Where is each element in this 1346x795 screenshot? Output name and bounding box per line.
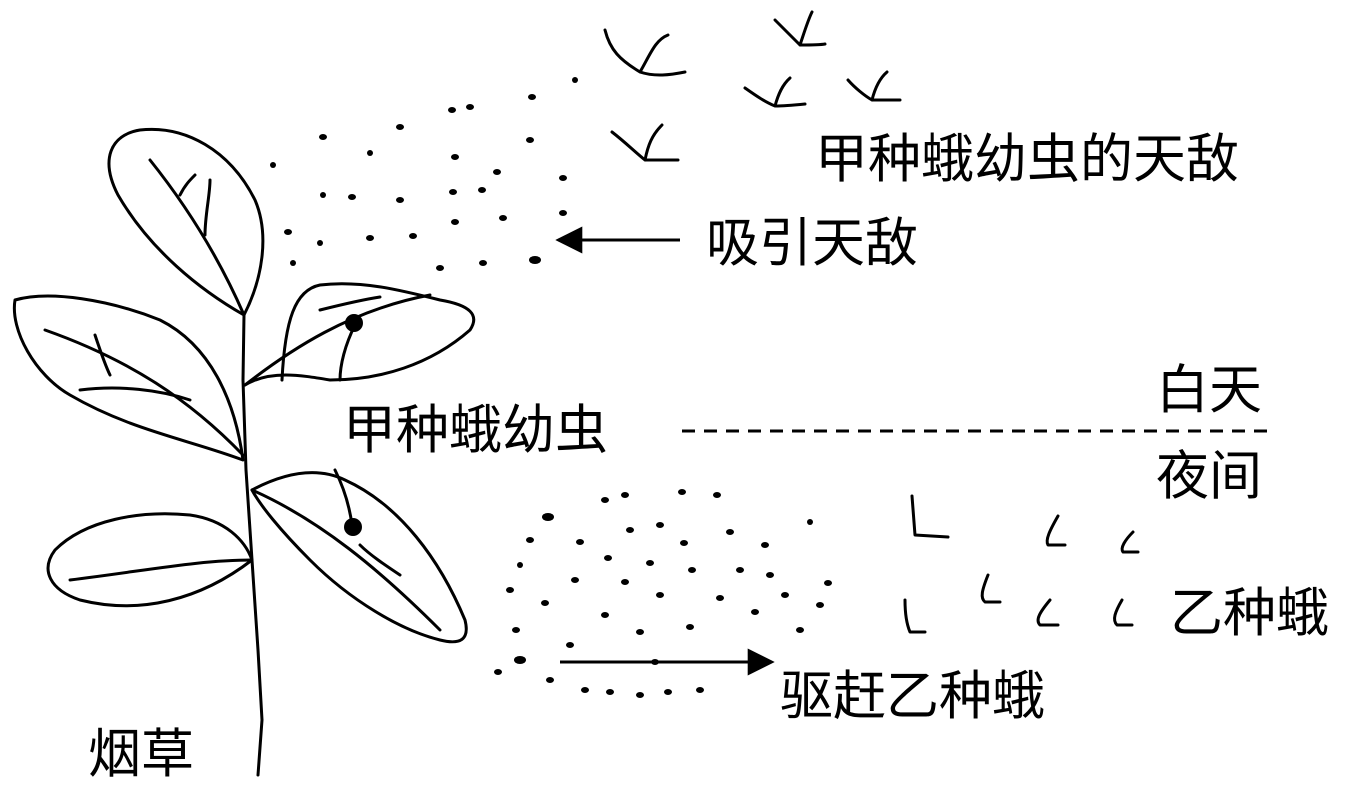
- attractant-scent-dots: [270, 77, 578, 271]
- label-moth-b: 乙种蛾: [1170, 583, 1329, 644]
- label-tobacco: 烟草: [88, 724, 194, 785]
- leaf-upper-right: [243, 282, 476, 387]
- tobacco-plant: [12, 127, 476, 777]
- repellent-scent-dots: [494, 489, 832, 698]
- label-daytime: 白天: [1156, 360, 1262, 421]
- leaf-lower-left: [46, 512, 254, 608]
- leaf-upper-left: [107, 127, 265, 317]
- leaf-middle-left: [12, 294, 245, 462]
- label-larva-a: 甲种蛾幼虫: [343, 400, 608, 461]
- natural-enemy-insects: [603, 10, 902, 162]
- label-night: 夜间: [1156, 446, 1262, 507]
- label-natural-enemies: 甲种蛾幼虫的天敌: [815, 129, 1239, 190]
- label-attract-enemies: 吸引天敌: [706, 213, 918, 274]
- moth-b-insects: [903, 494, 1140, 634]
- larva-dot-upper: [345, 314, 363, 332]
- larva-dot-lower: [344, 518, 362, 536]
- label-repel-moth-b: 驱赶乙种蛾: [780, 666, 1045, 727]
